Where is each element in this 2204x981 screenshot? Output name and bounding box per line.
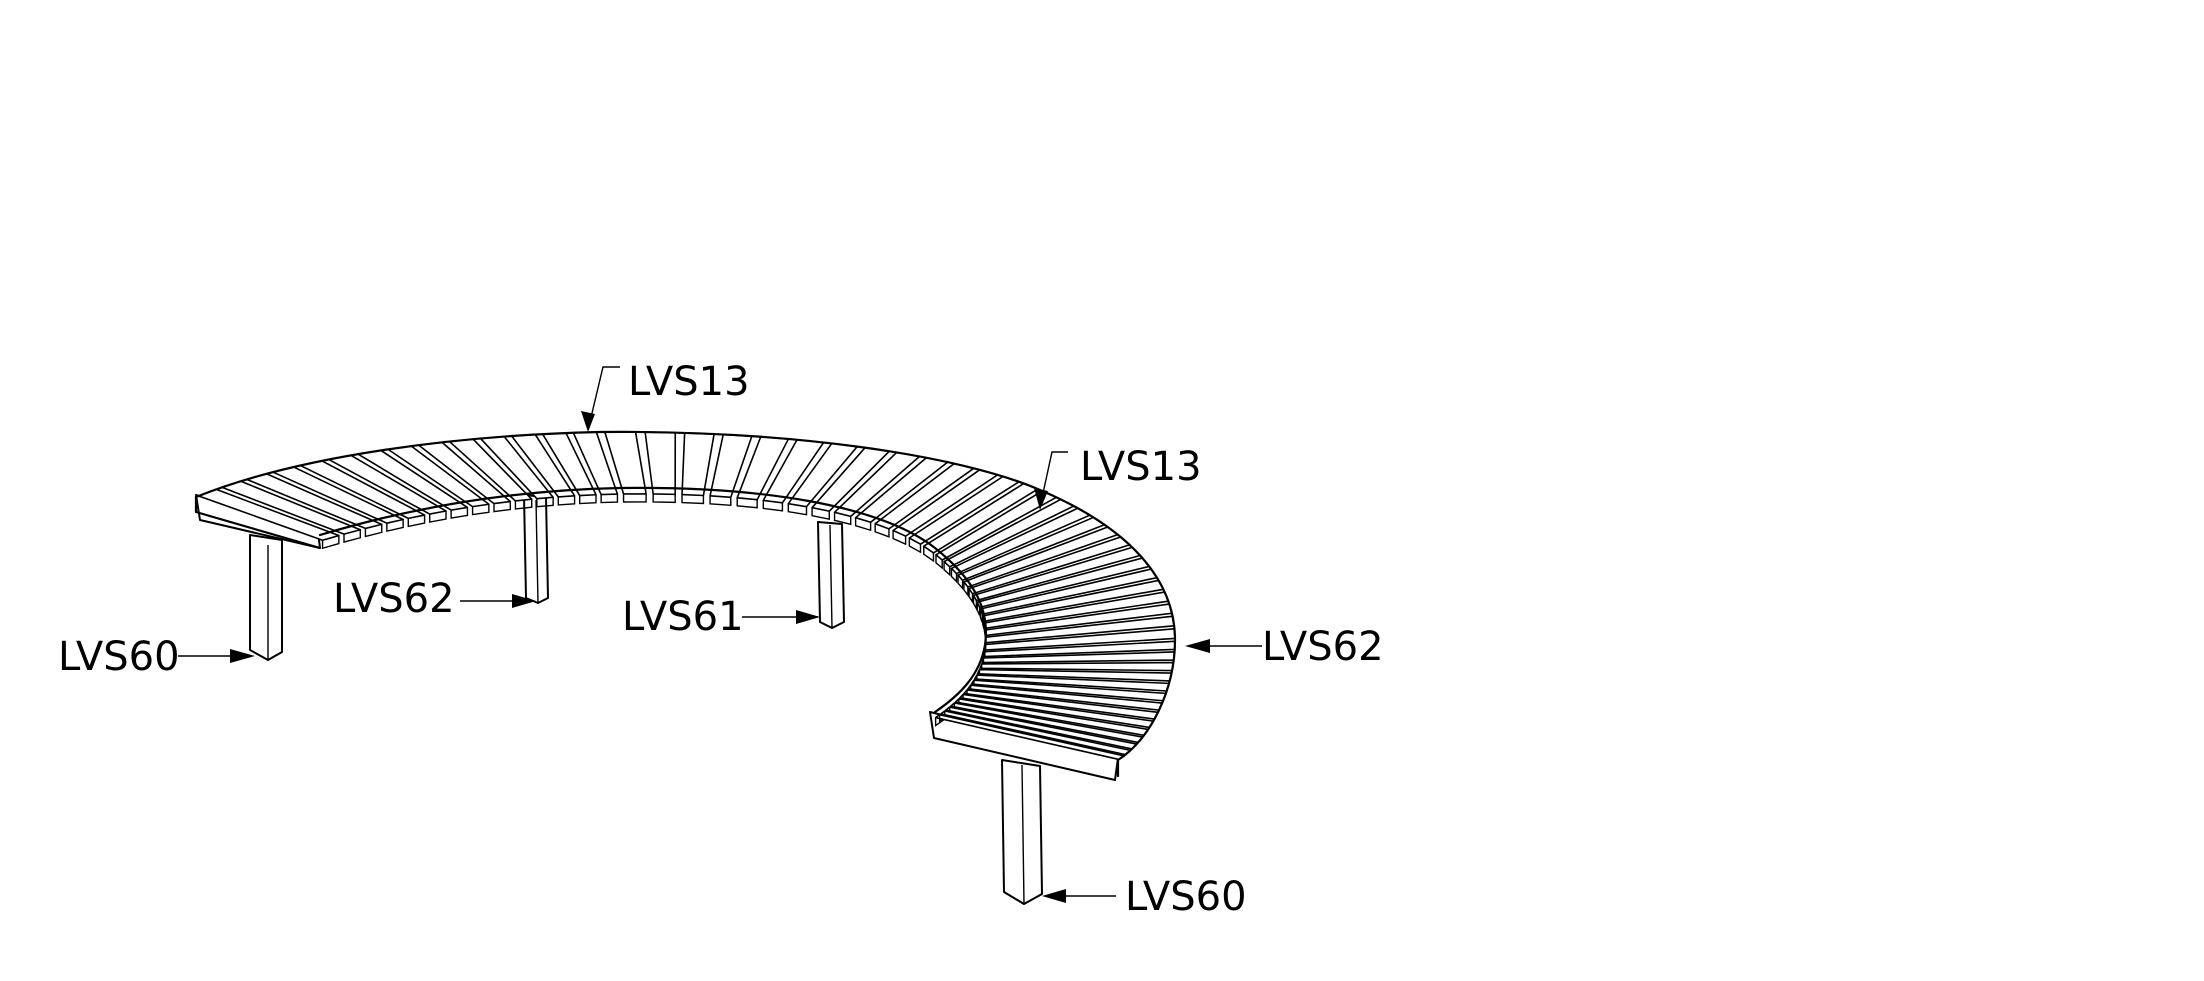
callout-leaders bbox=[178, 366, 1262, 903]
seat-slat-edge bbox=[935, 554, 943, 570]
label-lvs60-right: LVS60 bbox=[1125, 874, 1247, 920]
seat-slat-edge bbox=[957, 575, 964, 591]
seat-slat-edge bbox=[364, 524, 383, 538]
seat-slat-edge bbox=[908, 538, 922, 554]
arrow-lvs62-right bbox=[1185, 639, 1210, 653]
right-end-leg bbox=[1001, 759, 1043, 905]
seat-slat-edge bbox=[943, 561, 951, 577]
seat-slat-edge bbox=[681, 494, 705, 505]
seat-slat-edge bbox=[600, 494, 619, 504]
seat-slat-edge bbox=[923, 546, 935, 563]
seat-slat-edge bbox=[321, 535, 340, 550]
seat-slat-edge bbox=[622, 493, 647, 503]
label-lvs62-left: LVS62 bbox=[333, 576, 455, 622]
seat-slat-edge bbox=[972, 595, 978, 612]
left-end-leg bbox=[249, 534, 283, 661]
arrow-lvs13-top bbox=[581, 411, 595, 432]
seat-slat-edge bbox=[407, 515, 426, 528]
seat-slat-edge bbox=[514, 499, 533, 510]
seat-slat-edge bbox=[471, 504, 490, 516]
label-lvs13-top: LVS13 bbox=[628, 359, 750, 405]
seat-slat-edge bbox=[811, 507, 830, 521]
seat-slat-edge bbox=[386, 519, 404, 533]
seat-slat-edge bbox=[709, 495, 732, 507]
seat-slat-edge bbox=[652, 493, 676, 504]
seat-slat-edge bbox=[950, 568, 958, 584]
label-lvs60-left: LVS60 bbox=[58, 634, 180, 680]
seat-slat-edge bbox=[762, 500, 784, 512]
bench-legs bbox=[195, 494, 1119, 905]
seat-slat-edge bbox=[429, 511, 447, 523]
arrow-lvs60-right bbox=[1042, 889, 1066, 903]
leader-lvs13-top bbox=[587, 366, 620, 431]
seat-slat-edge bbox=[963, 581, 969, 598]
label-lvs13-right: LVS13 bbox=[1080, 444, 1202, 490]
seat-slat-edge bbox=[892, 530, 907, 546]
label-lvs61: LVS61 bbox=[622, 594, 744, 640]
label-lvs62-right: LVS62 bbox=[1262, 624, 1384, 670]
callout-labels: LVS13 LVS13 LVS62 LVS61 LVS62 LVS60 LVS6… bbox=[58, 359, 1384, 920]
seat-slat-edge bbox=[557, 495, 576, 506]
seat-slat-edge bbox=[934, 714, 941, 727]
seat-slat-edge bbox=[874, 523, 890, 538]
seat-slat-edge bbox=[854, 517, 872, 532]
seat-slat-edge bbox=[343, 529, 361, 544]
arrow-lvs60-left bbox=[230, 649, 255, 663]
seat-slat-edge bbox=[787, 503, 808, 516]
seat-slat-edge bbox=[536, 497, 554, 508]
seat-slat-edge bbox=[493, 501, 511, 513]
seat-outline bbox=[194, 430, 1177, 778]
seat-slat-edge bbox=[968, 588, 974, 605]
seat-slat bbox=[644, 431, 677, 496]
seat-slat-edge bbox=[833, 512, 852, 526]
leader-lvs13-right bbox=[1039, 451, 1068, 508]
arrow-lvs61 bbox=[796, 610, 820, 624]
seat-slat-edge bbox=[736, 497, 758, 509]
seat-slat bbox=[681, 432, 715, 497]
arrow-lvs13-right bbox=[1034, 488, 1048, 510]
seat-slat-edge bbox=[579, 494, 597, 505]
arrow-lvs62-left bbox=[512, 594, 536, 608]
seat-slat-edge bbox=[450, 507, 469, 519]
